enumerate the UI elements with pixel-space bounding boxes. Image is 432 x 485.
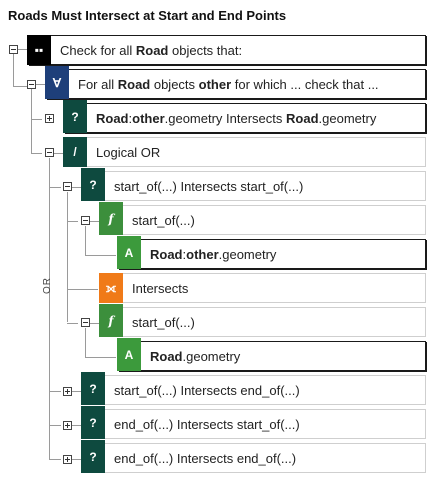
node-label: Logical OR xyxy=(96,144,161,160)
collapse-toggle[interactable] xyxy=(9,45,18,54)
collapse-toggle[interactable] xyxy=(45,148,54,157)
tree-line xyxy=(67,289,98,290)
function-icon: f xyxy=(99,304,123,337)
collapse-toggle[interactable] xyxy=(27,80,36,89)
attribute-icon: A xyxy=(117,338,141,371)
expand-toggle[interactable] xyxy=(63,421,72,430)
function-node[interactable]: f start_of(...) xyxy=(99,304,426,337)
tree-line xyxy=(67,192,68,322)
tree-line xyxy=(13,54,14,87)
question-icon: ? xyxy=(81,168,105,201)
node-label: Check for all Road objects that: xyxy=(60,42,243,58)
question-icon: ? xyxy=(81,372,105,405)
collapse-toggle[interactable] xyxy=(63,182,72,191)
attribute-icon: A xyxy=(117,236,141,269)
predicate-node[interactable]: ? Road:other.geometry Intersects Road.ge… xyxy=(63,100,426,133)
operator-node[interactable]: ⟗ Intersects xyxy=(99,273,426,303)
expand-toggle[interactable] xyxy=(45,114,54,123)
forall-icon: ▪▪ xyxy=(27,35,51,65)
tree-line xyxy=(85,226,86,256)
expand-toggle[interactable] xyxy=(63,455,72,464)
collapse-toggle[interactable] xyxy=(81,216,90,225)
nested-forall-node[interactable]: ∀ For all Road objects other for which .… xyxy=(45,66,426,99)
question-icon: ? xyxy=(63,100,87,133)
tree-line xyxy=(67,323,78,324)
tree-line xyxy=(18,49,28,50)
node-label: end_of(...) Intersects end_of(...) xyxy=(114,450,297,466)
node-label: Intersects xyxy=(132,280,189,296)
node-label: end_of(...) Intersects start_of(...) xyxy=(114,416,300,432)
tree-line xyxy=(49,187,61,188)
tree-line xyxy=(90,221,100,222)
predicate-node[interactable]: ? start_of(...) Intersects end_of(...) xyxy=(81,372,426,405)
attribute-node[interactable]: A Road:other.geometry xyxy=(117,236,426,269)
universal-quantifier-icon: ∀ xyxy=(45,66,69,99)
question-icon: ? xyxy=(81,406,105,439)
logical-or-node[interactable]: / Logical OR xyxy=(63,137,426,167)
node-label: Road:other.geometry xyxy=(150,246,277,262)
node-label: Road:other.geometry Intersects Road.geom… xyxy=(96,110,377,126)
tree-line xyxy=(72,391,82,392)
predicate-node[interactable]: ? start_of(...) Intersects start_of(...) xyxy=(81,168,426,201)
node-label: Road.geometry xyxy=(150,348,241,364)
collapse-toggle[interactable] xyxy=(81,318,90,327)
tree-line xyxy=(85,328,86,358)
tree-line xyxy=(72,459,82,460)
function-icon: f xyxy=(99,202,123,235)
logical-or-icon: / xyxy=(63,137,87,167)
intersects-operator-icon: ⟗ xyxy=(99,273,123,303)
predicate-node[interactable]: ? end_of(...) Intersects end_of(...) xyxy=(81,440,426,473)
node-label: start_of(...) Intersects start_of(...) xyxy=(114,178,304,194)
tree-line xyxy=(54,153,64,154)
question-icon: ? xyxy=(81,440,105,473)
predicate-node[interactable]: ? end_of(...) Intersects start_of(...) xyxy=(81,406,426,439)
tree-line xyxy=(49,425,61,426)
or-group-label: OR xyxy=(42,277,53,294)
tree-line xyxy=(49,459,61,460)
tree-line xyxy=(72,425,82,426)
node-label: For all Road objects other for which ...… xyxy=(78,76,379,92)
node-label: start_of(...) xyxy=(132,212,195,228)
tree-line xyxy=(72,187,82,188)
rule-title: Roads Must Intersect at Start and End Po… xyxy=(8,8,287,23)
expand-toggle[interactable] xyxy=(63,387,72,396)
tree-line xyxy=(13,86,30,87)
forall-node[interactable]: ▪▪ Check for all Road objects that: xyxy=(27,35,426,65)
tree-line xyxy=(49,158,50,460)
function-node[interactable]: f start_of(...) xyxy=(99,202,426,235)
node-label: start_of(...) Intersects end_of(...) xyxy=(114,382,300,398)
node-label: start_of(...) xyxy=(132,314,195,330)
tree-line xyxy=(49,391,61,392)
tree-line xyxy=(31,153,42,154)
attribute-node[interactable]: A Road.geometry xyxy=(117,338,426,371)
tree-line xyxy=(90,323,100,324)
tree-line xyxy=(67,221,78,222)
tree-line xyxy=(31,88,32,154)
tree-line xyxy=(85,357,116,358)
tree-line xyxy=(85,255,116,256)
tree-line xyxy=(31,119,42,120)
tree-line xyxy=(36,84,46,85)
